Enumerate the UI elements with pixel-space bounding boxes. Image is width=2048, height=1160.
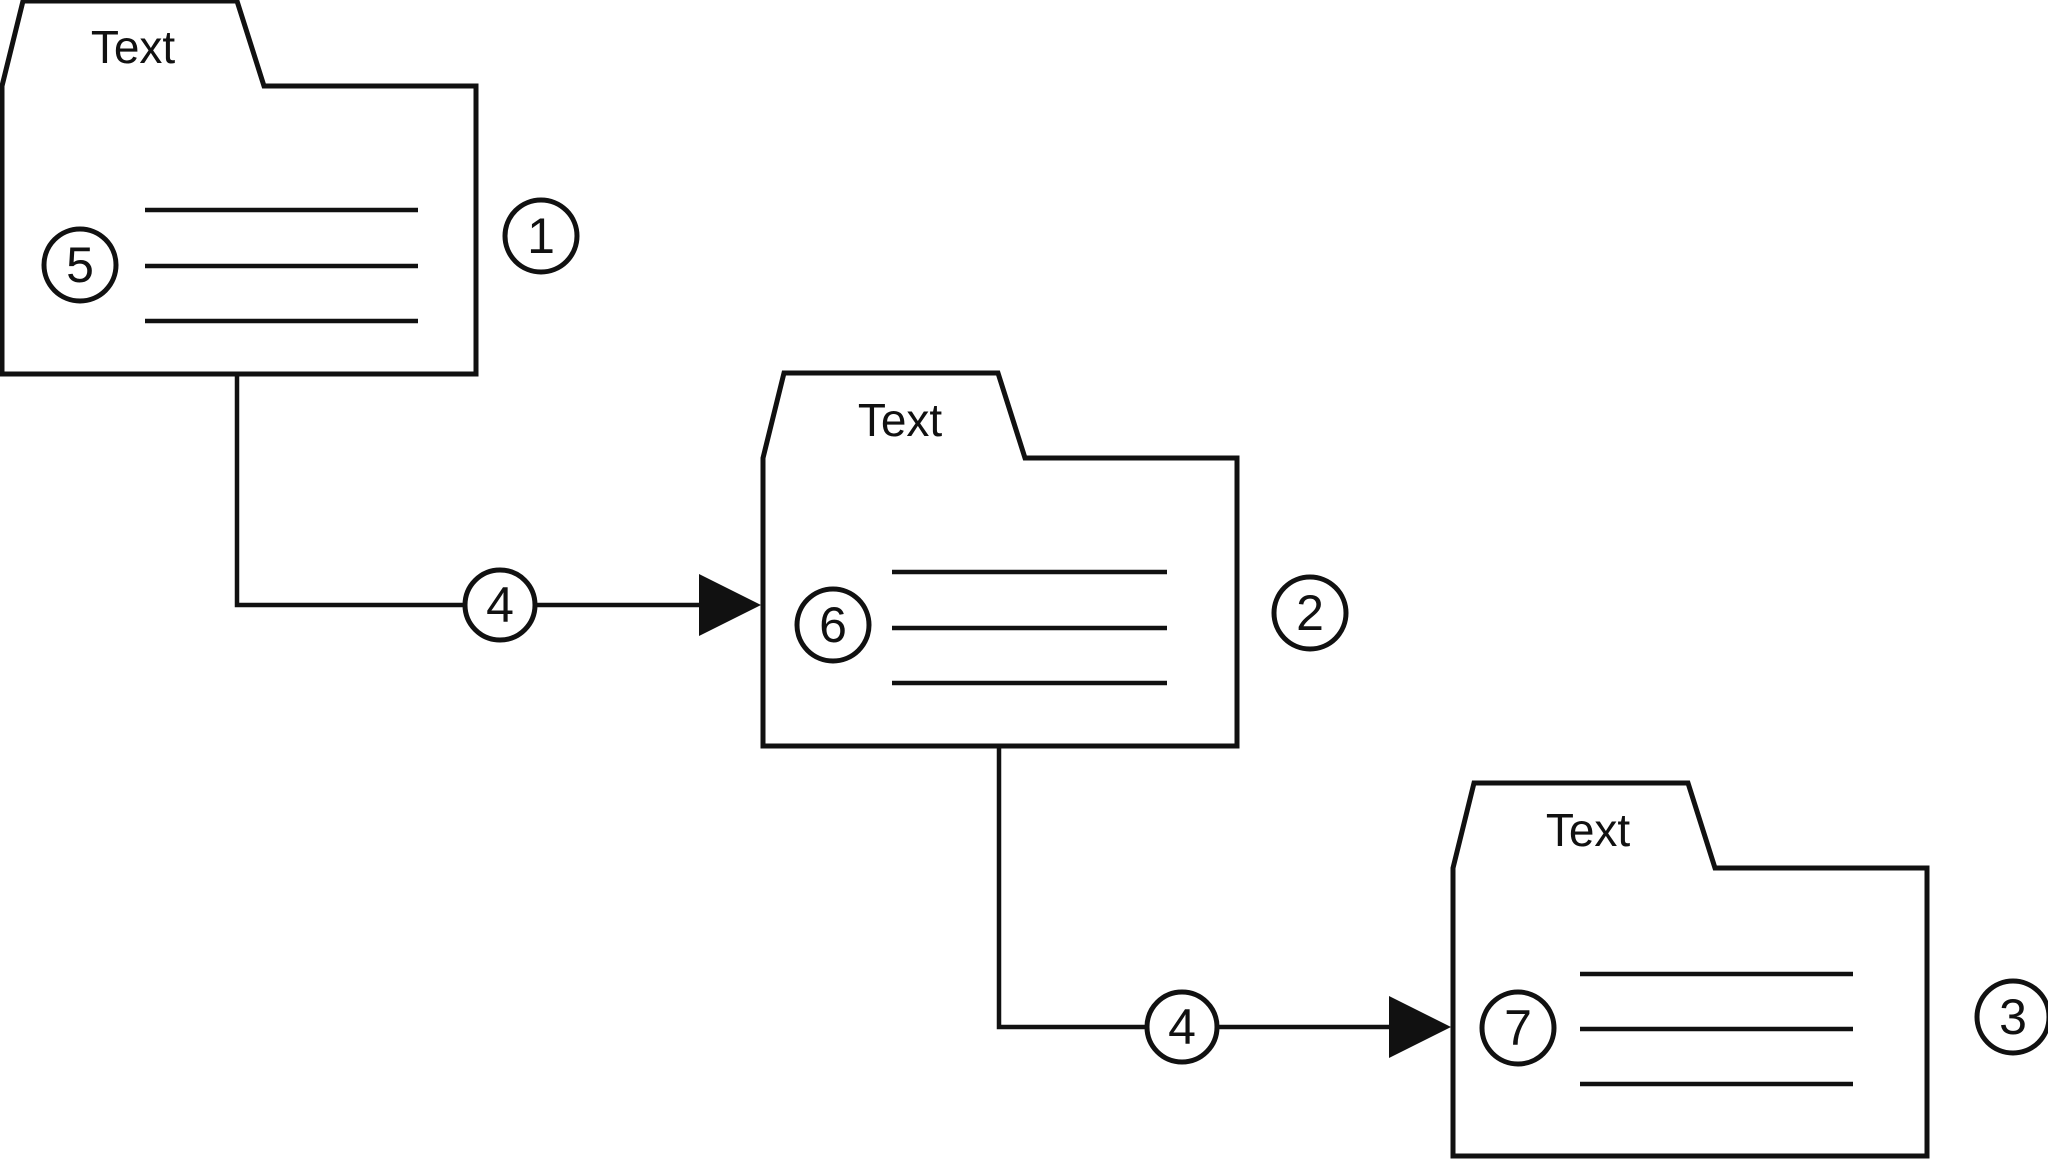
step-5-badge: [41, 226, 119, 304]
connector-1-to-2: 4: [234, 374, 761, 643]
connector-2-to-3: 4: [996, 746, 1451, 1065]
folder-1-tab-label: Text: [91, 21, 176, 73]
step-6-badge: [794, 586, 872, 664]
connector-2-to-3-badge: [1144, 989, 1220, 1065]
connector-1-to-2-line: [234, 374, 755, 608]
connector-2-to-3-line: [996, 746, 1445, 1030]
ref-1-badge: [502, 197, 580, 275]
step-5-label: 5: [66, 237, 94, 293]
folder-2-tab-label: Text: [858, 394, 943, 446]
arrowhead-icon: [1389, 996, 1451, 1058]
step-7-badge: [1479, 989, 1557, 1067]
folder-node-2: Text 6 2: [760, 370, 1349, 749]
step-7-label: 7: [1504, 1000, 1532, 1056]
ref-2-label: 2: [1296, 585, 1324, 641]
step-6-label: 6: [819, 597, 847, 653]
connector-2-to-3-label: 4: [1168, 999, 1196, 1055]
ref-3-label: 3: [1999, 989, 2027, 1045]
folder-node-3: Text 7 3: [1450, 780, 2048, 1159]
folder-1-shape: [0, 0, 479, 377]
arrowhead-icon: [699, 574, 761, 636]
ref-2-badge: [1271, 574, 1349, 652]
ref-1-label: 1: [527, 208, 555, 264]
connector-1-to-2-label: 4: [486, 577, 514, 633]
folder-2-shape: [760, 370, 1240, 749]
folder-3-tab-label: Text: [1546, 804, 1631, 856]
connector-1-to-2-badge: [462, 567, 538, 643]
folder-3-shape: [1450, 780, 1930, 1159]
ref-3-badge: [1974, 978, 2048, 1056]
folder-node-1: Text 5 1: [0, 0, 580, 377]
